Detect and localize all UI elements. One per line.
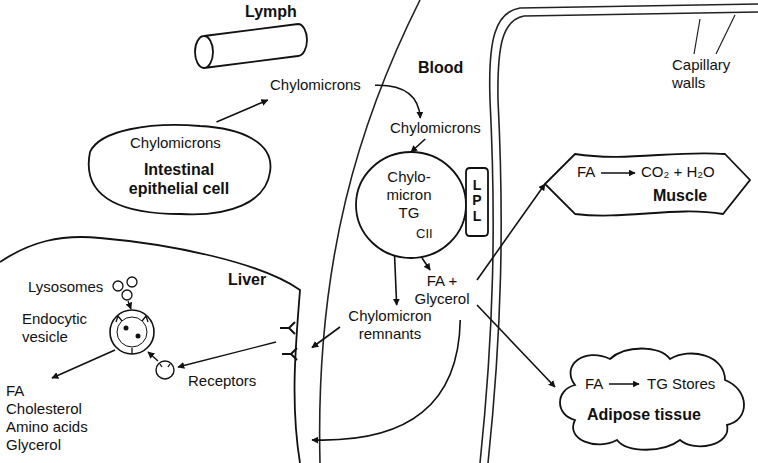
tissue-name: Adipose tissue	[587, 405, 701, 424]
capillary-wall	[480, 4, 758, 463]
node-text: FA	[585, 375, 603, 393]
tissue-name: Muscle	[653, 186, 707, 205]
node-text: FA	[577, 163, 595, 181]
tissue-name: LPL	[470, 178, 484, 224]
node-text: Chylomicrons	[390, 119, 481, 137]
region-label: Blood	[418, 58, 463, 77]
chylomicron-particle: Chylo- micron TG CII	[356, 152, 466, 258]
muscle-tissue-outline	[545, 148, 750, 220]
node-text: Endocytic vesicle	[22, 310, 104, 346]
node-text: Chylomicron remnants	[340, 307, 440, 343]
node-text: Receptors	[188, 372, 256, 390]
callout-label: Capillary walls	[672, 56, 752, 92]
flow-arrow	[395, 254, 397, 305]
node-text: CII	[416, 226, 433, 242]
flow-arrow	[477, 305, 555, 387]
node-text: Chylo- micron TG	[378, 168, 440, 222]
leader-line	[716, 15, 735, 54]
node-text: Lysosomes	[28, 278, 103, 296]
tissue-name: Liver	[228, 270, 266, 289]
adipose-tissue: FA TG StoresAdipose tissue	[555, 345, 750, 450]
muscle-tissue: FA CO₂ + H₂O Muscle	[545, 148, 750, 220]
liver-cell: Lysosomes LiverEndocytic vesicle FA Choles…	[0, 232, 312, 463]
adipose-tissue-outline	[555, 345, 750, 450]
flow-arrow	[422, 258, 430, 270]
node-text: FA + Glycerol	[410, 272, 474, 308]
capillary-wall	[488, 12, 758, 463]
tissue-name: Intestinal epithelial cell	[120, 160, 238, 198]
flow-arrow	[312, 327, 340, 348]
cell-outline: ChylomicronsIntestinal epithelial cell	[80, 122, 275, 217]
flow-arrow	[217, 100, 268, 122]
flow-arrow	[411, 139, 425, 152]
node-text: Chylomicrons	[270, 76, 361, 94]
node-text: FA Cholesterol Amino acids Glycerol	[6, 382, 98, 454]
lpl-enzyme: LPL	[466, 168, 488, 236]
text-node: Chylomicron remnants	[340, 305, 443, 345]
node-text: TG Stores	[647, 375, 715, 393]
flow-arrow	[375, 85, 420, 118]
node-text: CO₂ + H₂O	[641, 163, 715, 181]
leader-line	[694, 19, 700, 54]
tissue-name: Lymph	[245, 2, 297, 21]
text-node: Chylomicrons	[386, 118, 484, 139]
lymph-vessel: LymphChylomicrons	[190, 2, 375, 100]
node-text: Chylomicrons	[130, 134, 221, 152]
